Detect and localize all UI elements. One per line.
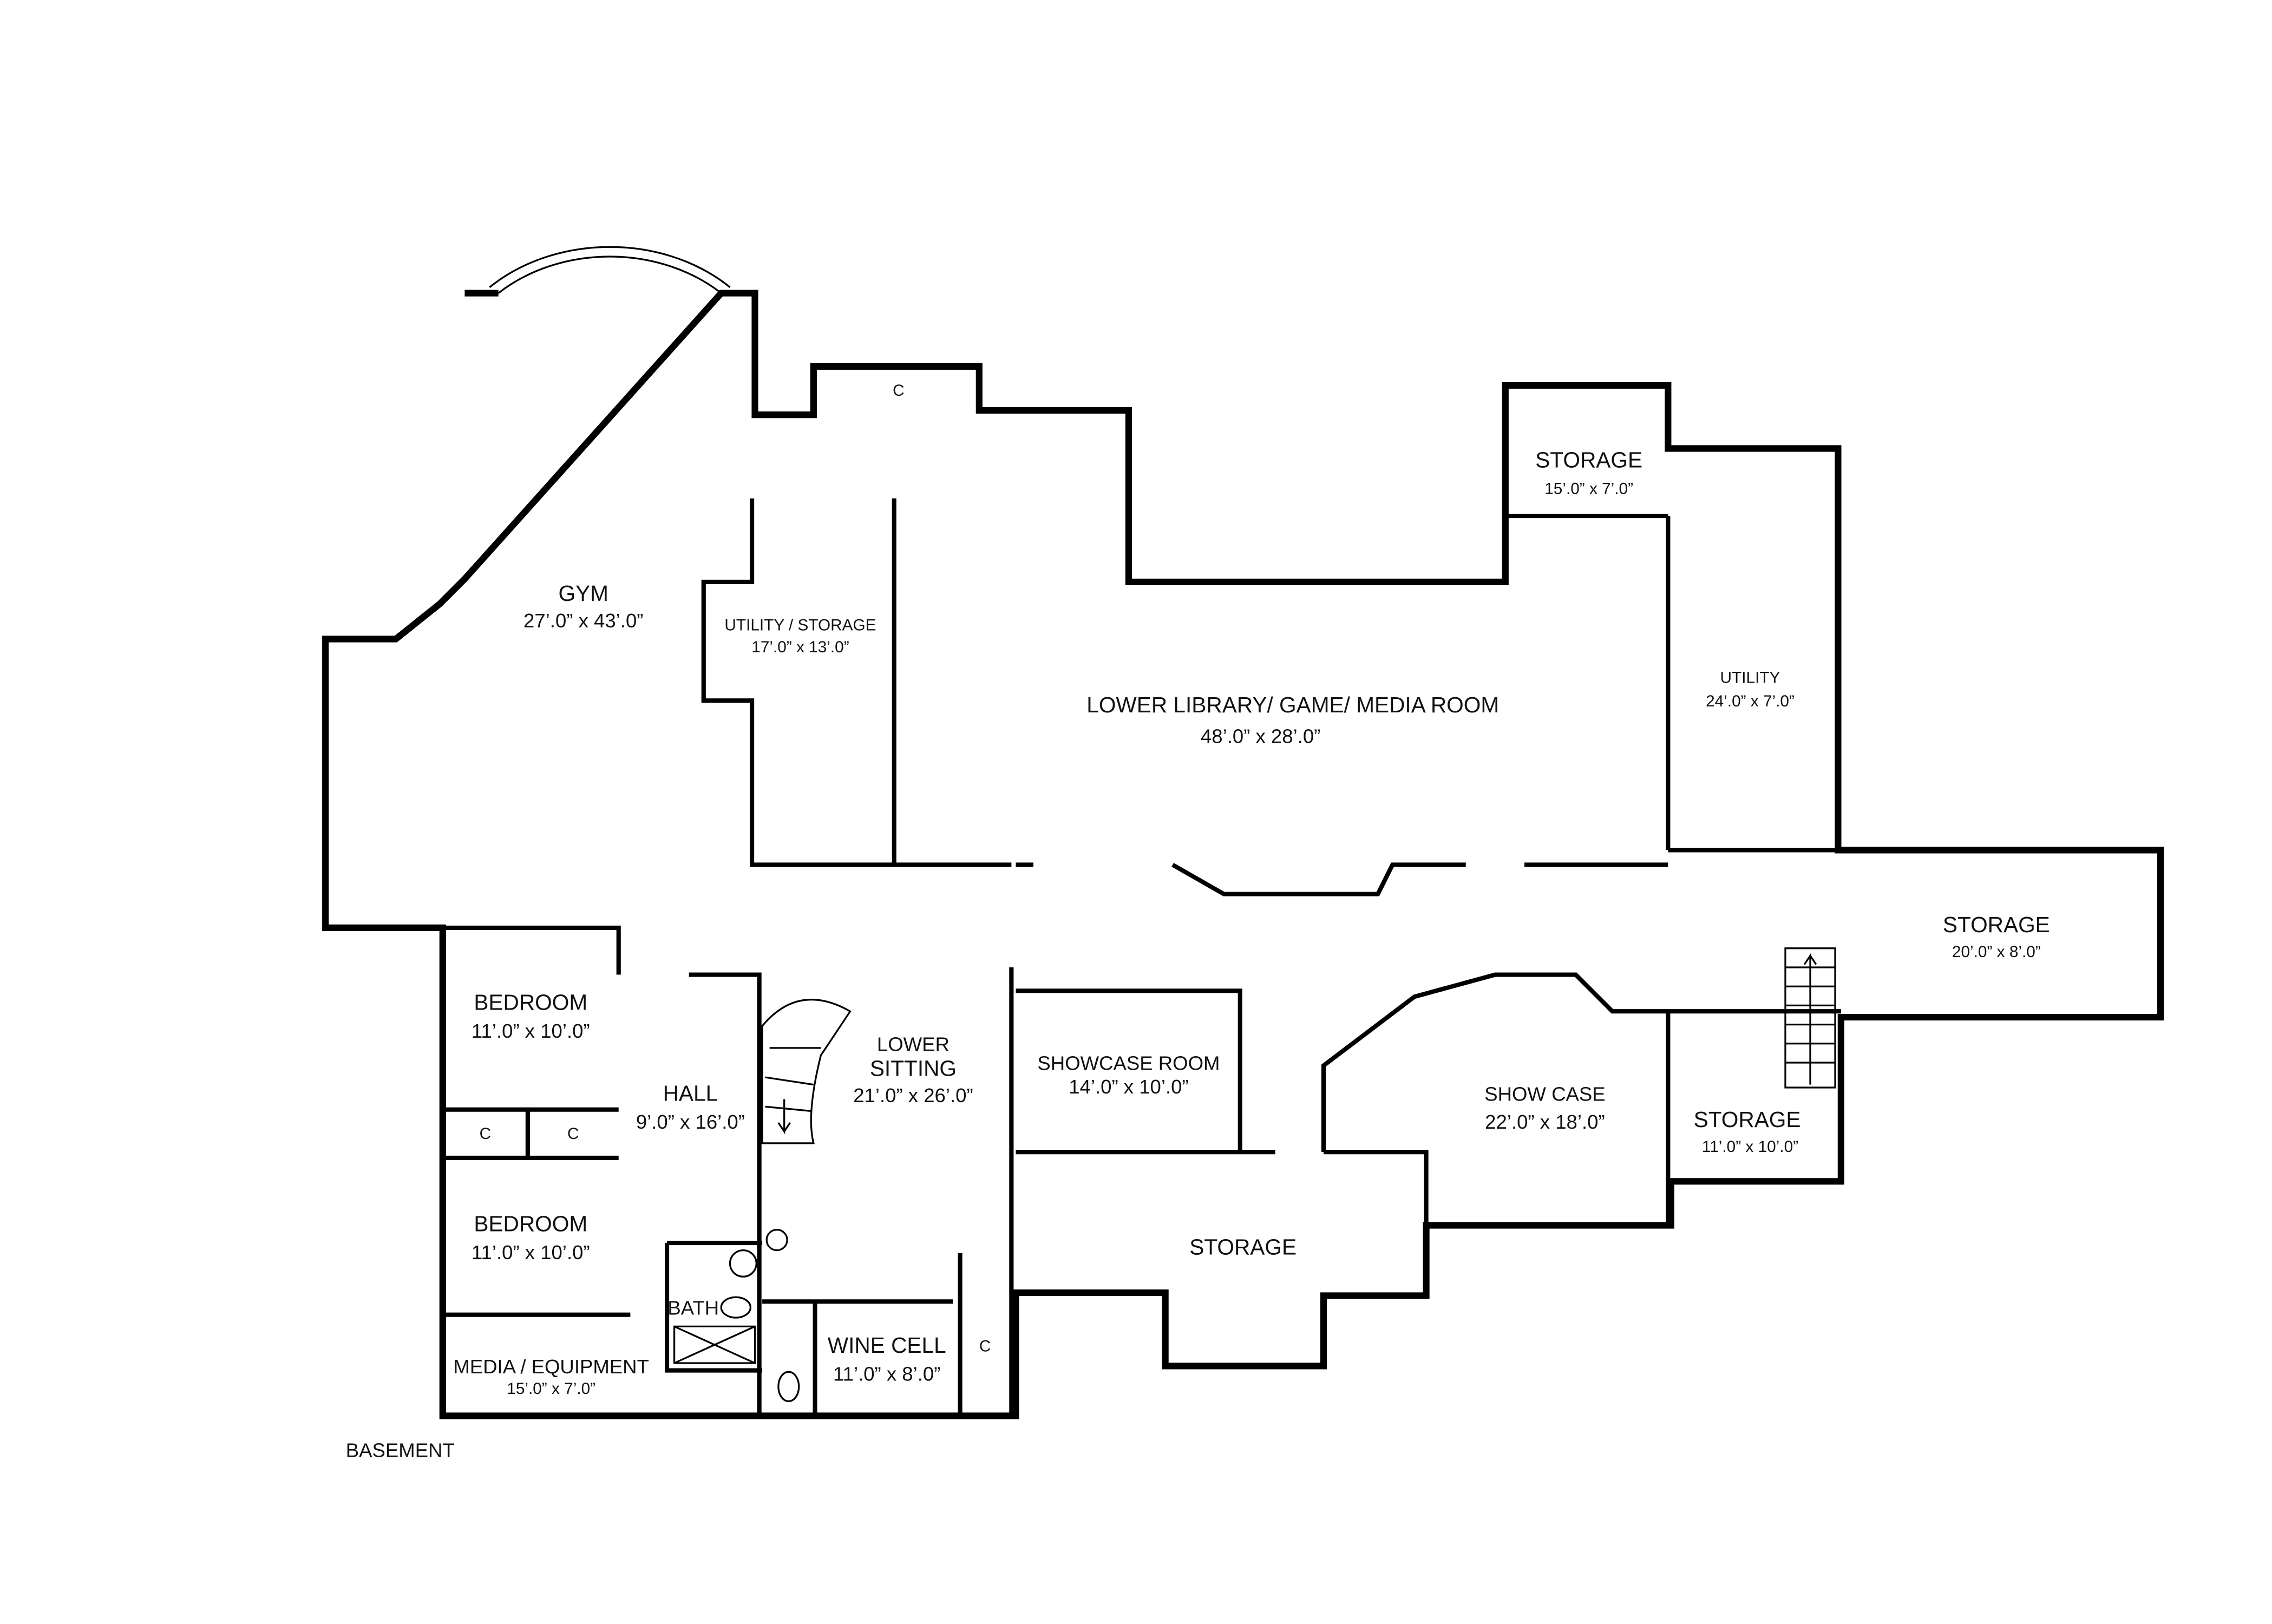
room-label: LOWER LIBRARY/ GAME/ MEDIA ROOM <box>1086 692 1499 717</box>
room-label: MEDIA / EQUIPMENT <box>453 1355 649 1378</box>
room-size: 15’.0” x 7’.0” <box>1544 480 1633 497</box>
room-label: GYM <box>558 581 608 606</box>
room-size: 11’.0” x 10’.0” <box>472 1020 590 1042</box>
room-size: 48’.0” x 28’.0” <box>1201 725 1320 748</box>
closet-label: C <box>567 1125 579 1143</box>
shower-icon <box>673 1325 756 1364</box>
closet-label: C <box>979 1337 991 1355</box>
room-label: SITTING <box>870 1056 957 1081</box>
sink-icon <box>765 1229 788 1252</box>
room-label: STORAGE <box>1943 912 2050 937</box>
closet-label: C <box>480 1125 492 1143</box>
room-label: HALL <box>663 1081 718 1105</box>
room-label: BEDROOM <box>474 990 587 1015</box>
room-size: 17’.0” x 13’.0” <box>751 638 849 656</box>
toilet-icon <box>777 1371 800 1403</box>
straight-stairs <box>1784 947 1836 1089</box>
room-label: SHOWCASE ROOM <box>1037 1052 1220 1075</box>
floor-title: BASEMENT <box>346 1439 455 1461</box>
room-label: WINE CELL <box>828 1333 946 1358</box>
room-label: STORAGE <box>1535 448 1642 473</box>
room-label: STORAGE <box>1694 1107 1801 1132</box>
room-size: 15’.0” x 7’.0” <box>507 1380 595 1398</box>
room-size: 9’.0” x 16’.0” <box>636 1111 745 1133</box>
sink-icon <box>729 1249 757 1278</box>
shower-cross <box>673 1325 756 1364</box>
interior-walls <box>440 498 1841 1416</box>
room-size: 20’.0” x 8’.0” <box>1952 943 2041 961</box>
room-size: 11’.0” x 8’.0” <box>833 1363 940 1385</box>
room-label: STORAGE <box>1189 1235 1297 1260</box>
room-label: UTILITY / STORAGE <box>724 616 876 634</box>
room-size: 27’.0” x 43’.0” <box>523 610 643 632</box>
room-label: LOWER <box>877 1033 950 1055</box>
room-size: 11’.0” x 10’.0” <box>1702 1138 1798 1156</box>
gym-bay-window <box>489 246 731 294</box>
room-label: BEDROOM <box>474 1211 587 1236</box>
spiral-stairs <box>761 998 852 1144</box>
room-label: UTILITY <box>1720 669 1780 687</box>
room-label: SHOW CASE <box>1484 1083 1605 1105</box>
room-label: BATH <box>667 1297 719 1319</box>
toilet-icon <box>720 1296 752 1319</box>
room-size: 21’.0” x 26’.0” <box>853 1084 973 1106</box>
room-size: 24’.0” x 7’.0” <box>1706 692 1795 710</box>
closet-label: C <box>893 382 905 400</box>
room-size: 11’.0” x 10’.0” <box>472 1241 590 1263</box>
room-size: 22’.0” x 18’.0” <box>1485 1111 1605 1133</box>
room-size: 14’.0” x 10’.0” <box>1069 1076 1188 1098</box>
